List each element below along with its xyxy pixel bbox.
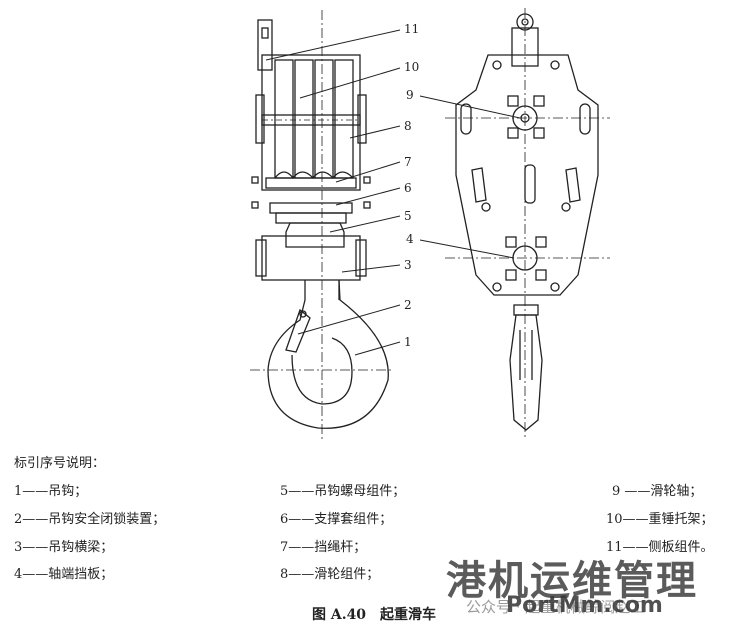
legend-item-6: 6——支撑套组件； bbox=[280, 512, 393, 527]
leader-lines bbox=[265, 29, 521, 356]
legend-item-2: 2——吊钩安全闭锁装置； bbox=[14, 512, 166, 527]
legend-item-4: 4——轴端挡板； bbox=[14, 567, 114, 582]
callout-8: 8 bbox=[404, 119, 412, 133]
callout-4: 4 bbox=[406, 232, 414, 246]
callout-1: 1 bbox=[404, 335, 412, 349]
legend-item-3: 3——吊钩横梁； bbox=[14, 540, 114, 555]
legend-item-11: 11——侧板组件。 bbox=[606, 540, 714, 555]
legend-item-8: 8——滑轮组件； bbox=[280, 567, 380, 582]
callout-6: 6 bbox=[404, 181, 412, 195]
legend-item-9: 9 ——滑轮轴； bbox=[612, 484, 703, 499]
front-view bbox=[445, 8, 610, 440]
watermark-title: 港机运维管理 bbox=[446, 558, 698, 604]
callout-9: 9 bbox=[406, 88, 414, 102]
watermark-domain: PortMm.com bbox=[506, 593, 663, 618]
legend-item-5: 5——吊钩螺母组件； bbox=[280, 484, 406, 499]
figure-caption: 图 A.40 起重滑车 bbox=[311, 607, 437, 623]
callout-10: 10 bbox=[404, 60, 419, 74]
legend-item-1: 1——吊钩； bbox=[14, 484, 88, 499]
legend-title: 标引序号说明： bbox=[14, 456, 106, 471]
watermark-account: 公众号 · 起重机械鲸阅赵工 bbox=[466, 598, 646, 616]
callout-5: 5 bbox=[404, 209, 412, 223]
callout-7: 7 bbox=[404, 155, 412, 169]
callout-3: 3 bbox=[404, 258, 412, 272]
legend-item-10: 10——重锤托架； bbox=[606, 512, 714, 527]
callout-2: 2 bbox=[404, 298, 412, 312]
callout-11: 11 bbox=[404, 22, 419, 36]
legend-item-7: 7——挡绳杆； bbox=[280, 540, 367, 555]
crane-hook-block-drawing: 11 10 8 7 6 5 3 2 1 9 4 bbox=[250, 8, 610, 440]
side-view bbox=[250, 10, 392, 440]
